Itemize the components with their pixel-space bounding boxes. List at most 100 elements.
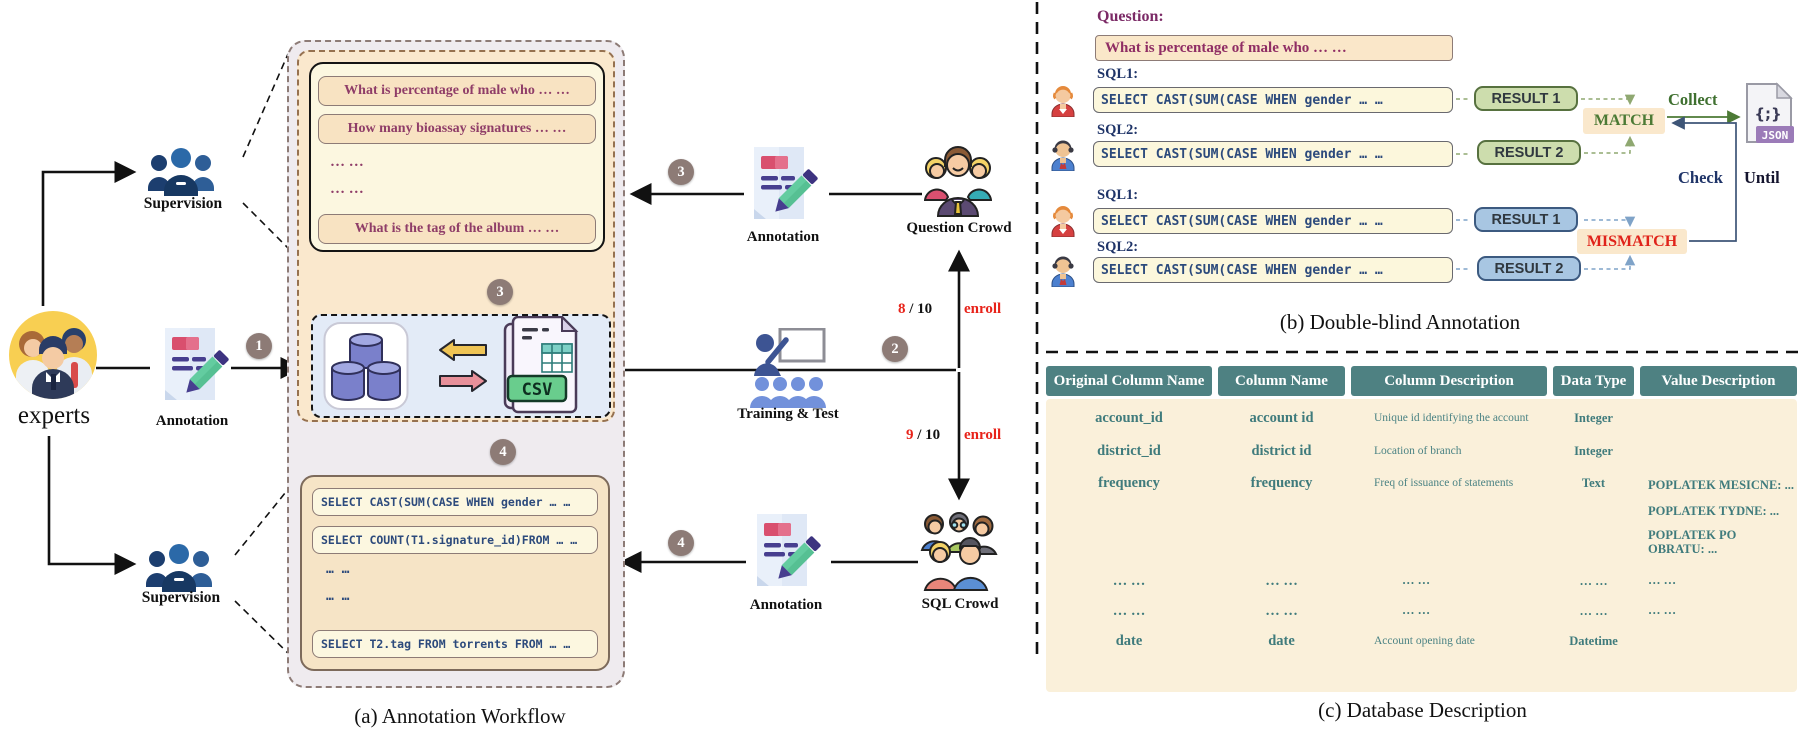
table-cell: Text <box>1581 476 1606 490</box>
exchange-arrows-icon <box>439 339 487 392</box>
enroll-label-top: enroll <box>964 301 1002 317</box>
question-ellipsis: … … <box>330 181 364 197</box>
sql-item: SELECT COUNT(T1.signature_id)FROM … … <box>312 526 598 554</box>
table-header-original-column-name: Original Column Name <box>1046 366 1212 396</box>
sql1-query-box: SELECT CAST(SUM(CASE WHEN gender … … <box>1093 208 1453 234</box>
sql1-label: SQL1: <box>1097 66 1139 82</box>
question-text-box: What is percentage of male who … … <box>1095 35 1453 61</box>
enroll-label-bottom: enroll <box>964 427 1002 443</box>
enroll-denominator: / 10 <box>913 427 941 443</box>
table-cell-value-line: POPLATEK PO OBRATU: ... <box>1648 528 1737 556</box>
table-cell: district id <box>1251 443 1312 459</box>
caption-b: (b) Double-blind Annotation <box>1279 310 1521 334</box>
table-cell: frequency <box>1098 475 1160 491</box>
sql2-label: SQL2: <box>1097 239 1139 255</box>
step-badge-3: 3 <box>487 279 513 305</box>
annotation-left-label: Annotation <box>155 413 229 429</box>
step-badge-2: 2 <box>882 336 908 362</box>
table-cell: date <box>1268 633 1295 649</box>
table-cell: date <box>1115 633 1143 649</box>
annotator-blue-icon <box>1048 138 1078 171</box>
result1-box: RESULT 1 <box>1474 207 1578 232</box>
enroll-denominator: / 10 <box>905 301 933 317</box>
json-badge-label: JSON <box>1762 129 1789 142</box>
supervision-icon <box>148 146 214 196</box>
table-cell: district_id <box>1097 443 1161 459</box>
table-cell: … … <box>1112 603 1146 619</box>
question-item: What is the tag of the album … … <box>318 214 596 244</box>
caption-a: (a) Annotation Workflow <box>354 704 566 728</box>
table-cell: Integer <box>1574 411 1613 425</box>
sql-crowd-icon <box>920 512 998 591</box>
mismatch-box: MISMATCH <box>1577 229 1687 254</box>
collect-label: Collect <box>1668 90 1718 109</box>
table-cell: … … <box>1265 573 1298 589</box>
table-cell: Account opening date <box>1374 635 1475 647</box>
table-cell: … … <box>1402 603 1431 617</box>
annotation-bottom-label: Annotation <box>749 597 823 613</box>
table-cell: … … <box>1265 603 1298 619</box>
supervision-top-label: Supervision <box>143 195 223 212</box>
annotator-red-icon <box>1048 204 1078 237</box>
question-label: Question: <box>1097 8 1164 25</box>
annotator-red-icon <box>1048 84 1078 117</box>
check-label: Check <box>1678 168 1723 187</box>
table-cell: frequency <box>1250 475 1313 491</box>
annotation-icon <box>747 512 821 592</box>
experts-icon <box>9 311 97 399</box>
sql2-query-box: SELECT CAST(SUM(CASE WHEN gender … … <box>1093 141 1453 167</box>
question-crowd-label: Question Crowd <box>906 220 1012 236</box>
table-cell: Datetime <box>1569 634 1618 648</box>
json-file-icon: {;} JSON <box>1746 82 1794 143</box>
table-body <box>1046 399 1797 692</box>
step-badge-1: 1 <box>246 333 272 359</box>
result2-box: RESULT 2 <box>1477 256 1581 281</box>
database-icon <box>323 322 409 410</box>
step-badge-4: 4 <box>490 439 516 465</box>
table-cell-value-line: POPLATEK MESICNE: ... <box>1648 478 1794 492</box>
caption-c: (c) Database Description <box>1318 698 1527 722</box>
question-item: How many bioassay signatures … … <box>318 114 596 144</box>
table-cell: … … <box>1112 573 1146 589</box>
training-test-icon <box>750 328 826 408</box>
sql2-label: SQL2: <box>1097 122 1139 138</box>
supervision-icon <box>146 542 212 592</box>
question-item: What is percentage of male who … … <box>318 76 596 106</box>
table-header-value-description: Value Description <box>1640 366 1797 396</box>
supervision-bottom-label: Supervision <box>141 589 221 606</box>
annotation-icon <box>744 145 818 225</box>
result1-box: RESULT 1 <box>1474 86 1578 111</box>
table-header-data-type: Data Type <box>1553 366 1634 396</box>
table-header-column-name: Column Name <box>1218 366 1345 396</box>
sql-crowd-label: SQL Crowd <box>921 596 999 612</box>
table-cell: Freq of issuance of statements <box>1374 477 1514 489</box>
table-cell: … … <box>1402 573 1431 587</box>
sql-item: SELECT CAST(SUM(CASE WHEN gender … … <box>312 488 598 516</box>
enroll-numerator: 8 <box>898 301 906 317</box>
annotator-blue-icon <box>1048 254 1078 287</box>
experts-label: experts <box>17 402 91 429</box>
table-header-column-description: Column Description <box>1351 366 1547 396</box>
table-cell: … … <box>1648 573 1677 587</box>
sql2-query-box: SELECT CAST(SUM(CASE WHEN gender … … <box>1093 257 1453 283</box>
table-cell: Unique id identifying the account <box>1374 412 1529 424</box>
sql-ellipsis: … … <box>326 562 350 577</box>
until-label: Until <box>1744 168 1780 187</box>
enroll-ratio-bottom: 9 / 10 <box>906 427 940 444</box>
csv-label: CSV <box>522 380 553 400</box>
annotation-icon <box>155 326 229 406</box>
enroll-ratio-top: 8 / 10 <box>898 301 932 318</box>
question-crowd-icon <box>924 146 992 217</box>
table-cell: … … <box>1579 604 1608 618</box>
step-badge-4: 4 <box>668 530 694 556</box>
csv-file-icon: CSV <box>503 316 579 414</box>
table-cell: … … <box>1579 574 1608 588</box>
table-cell: Integer <box>1574 444 1613 458</box>
training-test-label: Training & Test <box>737 406 839 422</box>
table-cell: Location of branch <box>1374 445 1462 457</box>
match-box: MATCH <box>1583 108 1665 134</box>
annotation-top-label: Annotation <box>746 229 820 245</box>
json-braces-glyph: {;} <box>1754 105 1781 123</box>
sql1-label: SQL1: <box>1097 187 1139 203</box>
table-cell-value-line: POPLATEK TYDNE: ... <box>1648 504 1780 518</box>
